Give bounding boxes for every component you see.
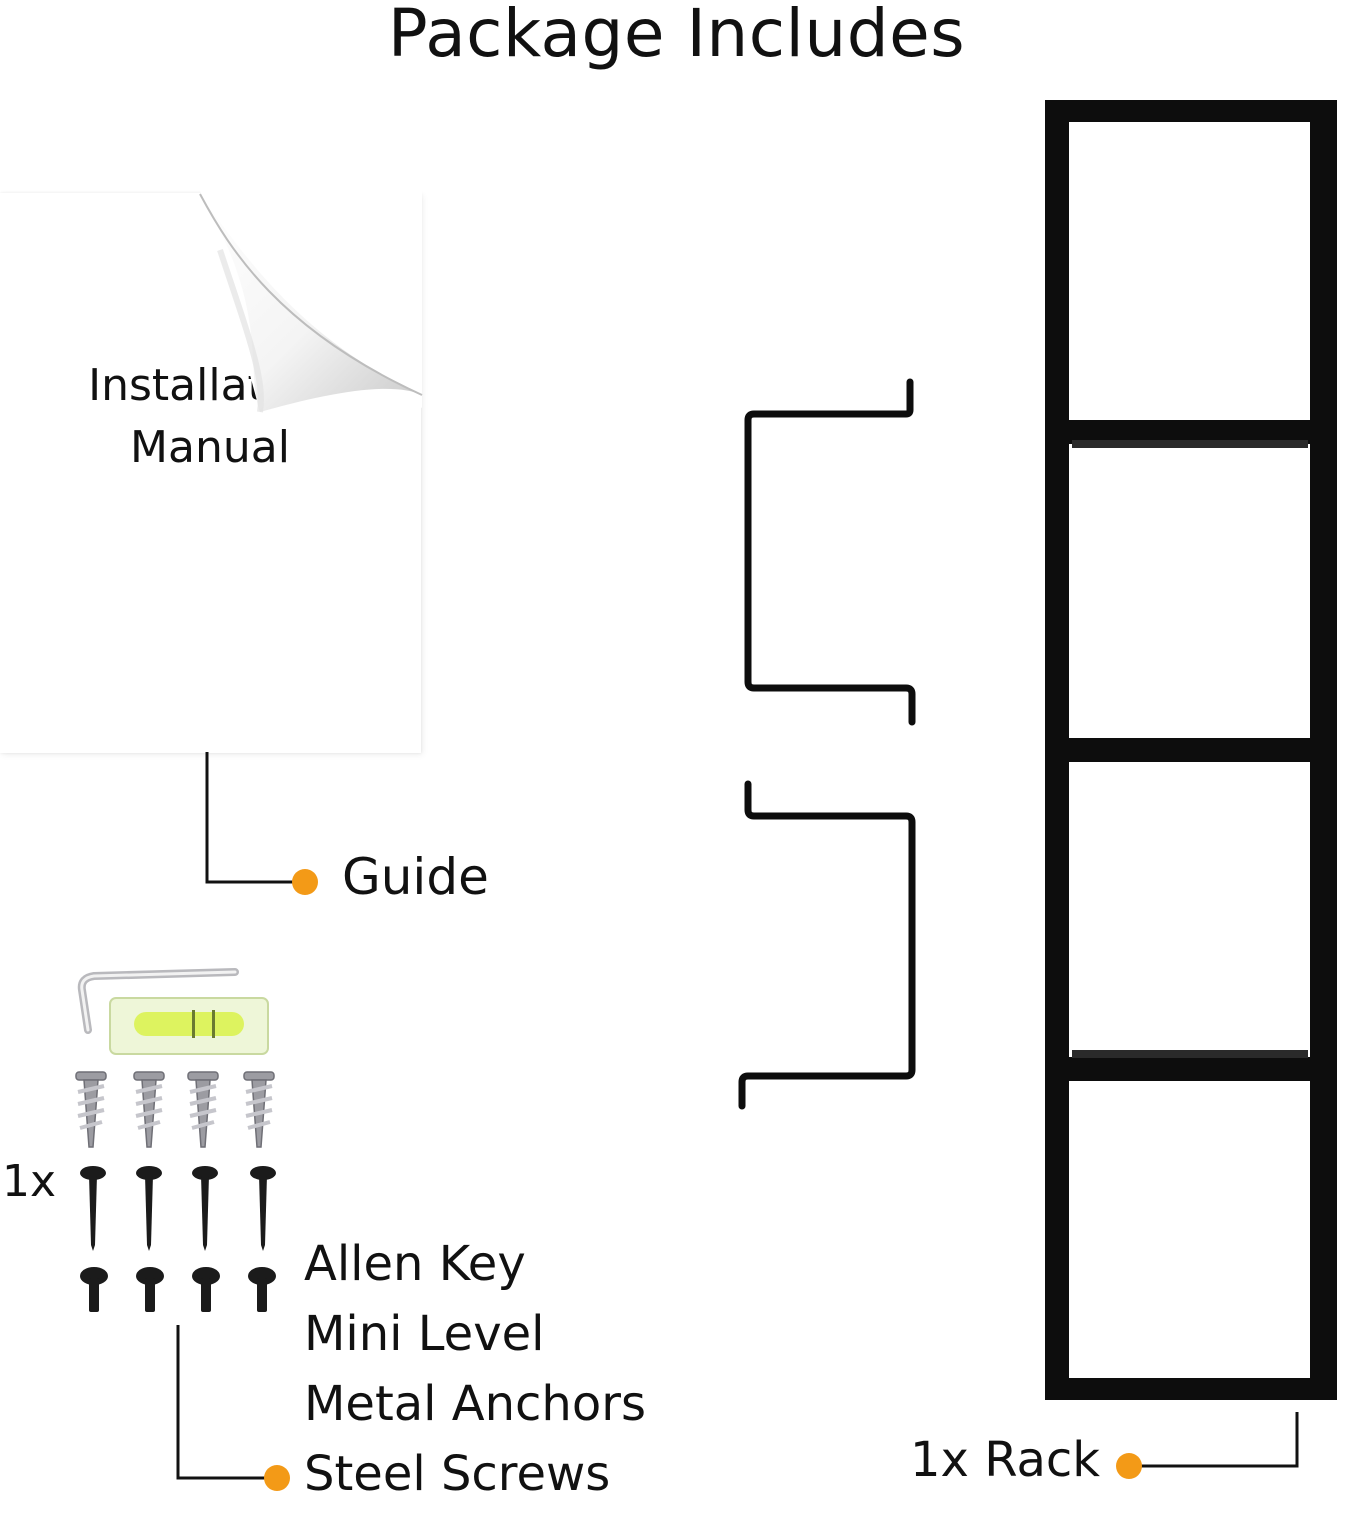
- short-screw-icon: [80, 1267, 276, 1312]
- guide-callout-dot: [292, 869, 318, 895]
- long-screw-icon: [80, 1166, 276, 1251]
- hardware-item-mini-level: Mini Level: [304, 1306, 545, 1362]
- page-curl-icon: [199, 190, 423, 413]
- hardware-list: Allen Key Mini Level Metal Anchors Steel…: [304, 1240, 646, 1520]
- wall-bracket-icon: [738, 378, 916, 1110]
- allen-key-icon: [77, 968, 239, 1034]
- manual-title-line2: Manual: [130, 422, 290, 473]
- hardware-callout-dot: [264, 1465, 290, 1491]
- metal-anchor-icon: [75, 1071, 275, 1148]
- quantity-label: 1x: [2, 1156, 57, 1207]
- hardware-item-steel-screws: Steel Screws: [304, 1446, 611, 1502]
- hardware-kit: [75, 968, 276, 1312]
- rack-callout-dot: [1116, 1453, 1142, 1479]
- hardware-item-metal-anchors: Metal Anchors: [304, 1376, 646, 1432]
- rack-frame-icon: [1045, 100, 1337, 1400]
- guide-label: Guide: [342, 848, 489, 906]
- hardware-item-allen-key: Allen Key: [304, 1236, 526, 1292]
- page-title: Package Includes: [387, 0, 966, 72]
- mini-level-icon: [109, 997, 269, 1055]
- rack-label: 1x Rack: [910, 1432, 1101, 1488]
